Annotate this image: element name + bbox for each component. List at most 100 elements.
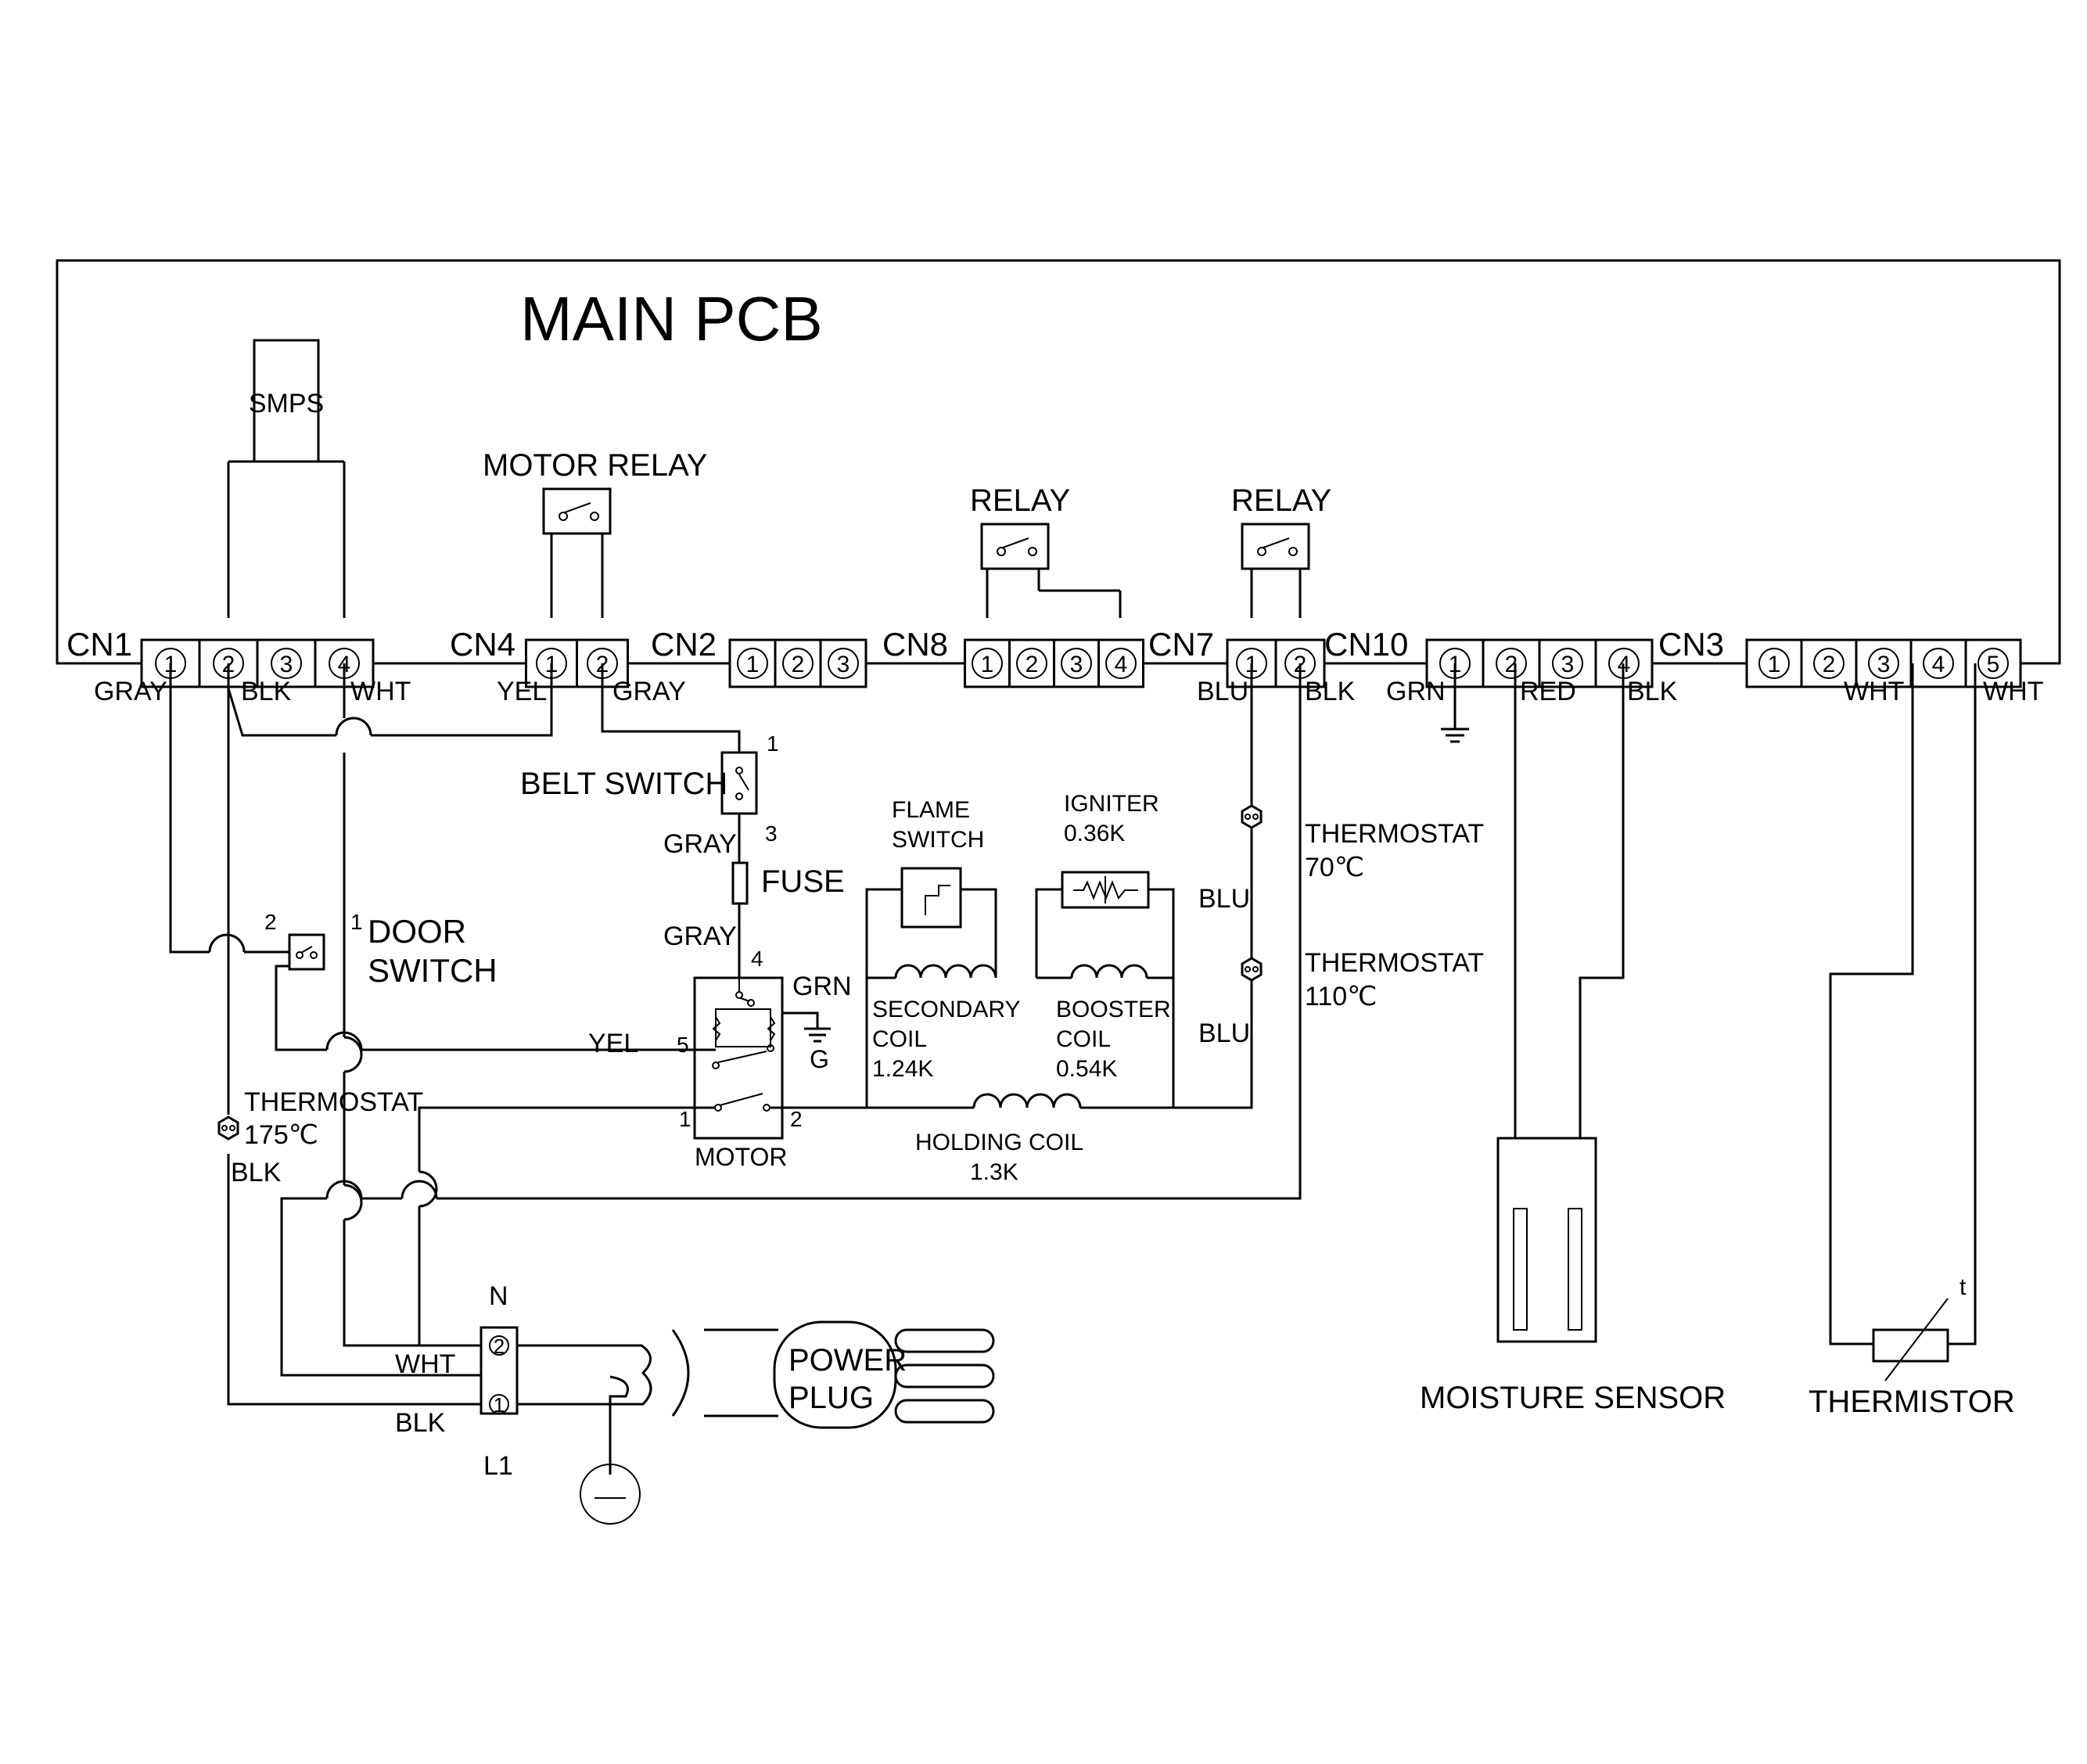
fuse-box: [731, 861, 749, 905]
thermistor-t-label: t: [1959, 1274, 1967, 1300]
door-switch-label-1: DOOR: [368, 913, 466, 950]
motor-relay: MOTOR RELAY: [483, 448, 707, 618]
terminal-n-label: N: [489, 1281, 508, 1311]
thermistor-box: [1872, 1328, 1949, 1363]
holding-coil-label-2: 1.3K: [970, 1159, 1018, 1185]
relay-cn7: RELAY: [1231, 483, 1331, 618]
main-pcb-title: MAIN PCB: [520, 284, 823, 354]
connector-pin-number: 2: [1823, 652, 1836, 677]
wire-label-cn10-1: GRN: [1386, 677, 1446, 706]
relay-cn8-label: RELAY: [970, 483, 1070, 518]
belt-switch-label: BELT SWITCH: [520, 767, 727, 801]
main-pcb-outline: [56, 259, 2061, 665]
wire-label-cn7-2: BLK: [1305, 677, 1356, 706]
terminal-pin-2: 2: [494, 1335, 505, 1358]
connector-pin-circle: [1016, 648, 1047, 679]
motor-grn-label: GRN: [792, 972, 852, 1001]
terminal-l1-label: L1: [483, 1451, 513, 1481]
secondary-coil: [894, 964, 997, 979]
wire-label-cn3-3: WHT: [1844, 677, 1904, 706]
connector-pin-circle: [1923, 648, 1954, 679]
motor-pin-2: 2: [790, 1107, 803, 1131]
connector-pin-circle: [972, 648, 1003, 679]
thermostat-110-icon: [1241, 957, 1263, 982]
connector-pin-circle: [1868, 648, 1899, 679]
connector-pin-circle: [1105, 648, 1137, 679]
holding-coil-label-1: HOLDING COIL: [915, 1130, 1083, 1155]
thermostat-70-label: THERMOSTAT: [1305, 819, 1484, 849]
booster-coil-label-2: COIL: [1056, 1026, 1111, 1052]
flame-switch-label-2: SWITCH: [892, 827, 984, 853]
wire-cn1-1-hop: [208, 933, 246, 953]
connector-pin-number: 3: [1070, 652, 1083, 677]
wire-label-cn1-2: BLK: [241, 677, 292, 706]
connector-pin-number: 3: [837, 652, 850, 677]
motor-pin-1: 1: [679, 1107, 691, 1131]
thermostat-175-value: 175℃: [244, 1120, 318, 1150]
connector-pin-number: 2: [1026, 652, 1039, 677]
connector-label-cn8: CN8: [882, 626, 948, 663]
connector-pin-circle: [737, 648, 768, 679]
fuse-label: FUSE: [761, 864, 845, 899]
terminal-block: [480, 1326, 519, 1415]
smps-block: SMPS: [227, 339, 346, 618]
belt-pin-1: 1: [767, 731, 779, 756]
wire-label-thermo175-blk: BLK: [231, 1158, 282, 1187]
connector-pin-number: 3: [280, 652, 293, 677]
wire-label-blu-1: BLU: [1198, 884, 1250, 914]
motor-pin-5: 5: [677, 1033, 689, 1057]
flame-switch-label-1: FLAME: [892, 797, 970, 823]
connector-pin-circle: [1061, 648, 1092, 679]
wire-label-blu-2: BLU: [1198, 1019, 1250, 1048]
connector-pin-number: 2: [792, 652, 805, 677]
wire-label-gray-lower: GRAY: [663, 922, 737, 951]
booster-coil-label-3: 0.54K: [1056, 1056, 1117, 1082]
terminal-pin-1: 1: [494, 1393, 505, 1417]
connector-pin-number: 5: [1987, 652, 2000, 677]
connector-pin-circle: [1496, 648, 1527, 679]
motor-relay-label: MOTOR RELAY: [483, 448, 707, 483]
igniter-label-1: IGNITER: [1064, 791, 1159, 817]
power-plug-label-2: PLUG: [788, 1381, 874, 1415]
connector-pin-circle: [1552, 648, 1583, 679]
wire-label-cn10-4: BLK: [1627, 677, 1678, 706]
secondary-coil-label-1: SECONDARY: [872, 997, 1021, 1022]
thermostat-70-icon: [1241, 804, 1263, 829]
motor-label: MOTOR: [695, 1143, 788, 1171]
moisture-sensor-label: MOISTURE SENSOR: [1420, 1381, 1726, 1415]
motor-yel-label: YEL: [588, 1029, 638, 1058]
connector-label-cn10: CN10: [1324, 626, 1408, 663]
connector-label-cn2: CN2: [651, 626, 717, 663]
thermostat-110-label: THERMOSTAT: [1305, 948, 1484, 978]
wire-cn4-2: [601, 663, 741, 753]
secondary-coil-label-3: 1.24K: [872, 1056, 933, 1082]
wire-label-gray-upper: GRAY: [663, 829, 737, 859]
wire-label-cn10-2: RED: [1520, 677, 1576, 706]
motor-pin-4: 4: [751, 947, 763, 971]
wire-label-cn4-1: YEL: [497, 677, 547, 706]
connector-pin-number: 1: [1768, 652, 1781, 677]
secondary-coil-label-2: COIL: [872, 1026, 927, 1052]
ground-g-label: G: [810, 1045, 829, 1073]
door-switch-box: [288, 933, 325, 971]
wire-label-cn1-1: GRAY: [94, 677, 167, 706]
door-switch-label-2: SWITCH: [368, 952, 498, 989]
ground-symbol: [580, 1464, 641, 1525]
connector-pin-number: 3: [1877, 652, 1891, 677]
smps-label: SMPS: [249, 389, 324, 419]
power-plug-label-1: POWER: [788, 1343, 907, 1378]
belt-pin-3: 3: [765, 821, 778, 846]
wire-label-cn3-4: WHT: [1983, 677, 2043, 706]
thermostat-175-icon: [217, 1116, 239, 1141]
wire-label-plug-blk: BLK: [395, 1408, 446, 1438]
wire-label-plug-wht: WHT: [395, 1349, 455, 1379]
door-pin-2: 2: [264, 910, 277, 934]
connector-label-cn3: CN3: [1658, 626, 1724, 663]
thermostat-175-label: THERMOSTAT: [244, 1087, 423, 1117]
connector-label-cn4: CN4: [450, 626, 515, 663]
wire-label-cn7-1: BLU: [1197, 677, 1248, 706]
power-plug: [773, 1320, 995, 1429]
connector-label-cn1: CN1: [66, 626, 132, 663]
